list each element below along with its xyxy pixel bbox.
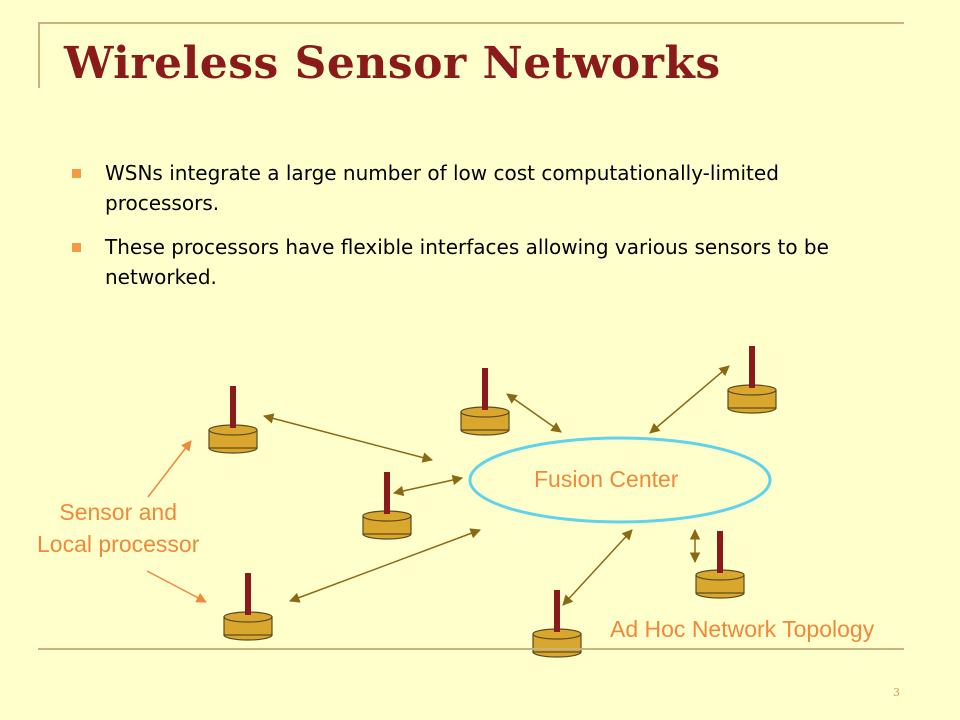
sensor-node bbox=[532, 590, 582, 658]
link-arrow bbox=[392, 474, 464, 497]
antenna-icon bbox=[482, 368, 488, 410]
topology-label: Ad Hoc Network Topology bbox=[610, 616, 875, 642]
sensor-label-line: Sensor and bbox=[59, 499, 177, 525]
fusion-center-label: Fusion Center bbox=[534, 466, 679, 492]
slide-title: Wireless Sensor Networks bbox=[64, 38, 721, 89]
sensor-processor-label: Sensor and Local processor bbox=[37, 496, 199, 560]
antenna-icon bbox=[749, 346, 755, 388]
link-arrow bbox=[289, 528, 481, 603]
antenna-icon bbox=[717, 531, 723, 573]
sensor-node bbox=[208, 386, 258, 454]
bullet-item: These processors have flexible interface… bbox=[72, 232, 892, 292]
bullet-list: WSNs integrate a large number of low cos… bbox=[72, 158, 892, 306]
bullet-text: These processors have flexible interface… bbox=[105, 235, 829, 289]
square-bullet-icon bbox=[72, 169, 81, 178]
link-arrow bbox=[562, 529, 633, 606]
sensor-node bbox=[695, 531, 745, 599]
fusion-center-ellipse bbox=[468, 436, 772, 524]
link-arrow bbox=[262, 413, 434, 463]
bullet-text: WSNs integrate a large number of low cos… bbox=[105, 161, 779, 215]
sensor-node bbox=[362, 472, 412, 540]
frame-top-line bbox=[38, 22, 904, 24]
label-pointer-arrow bbox=[147, 440, 192, 498]
antenna-icon bbox=[245, 573, 251, 615]
antenna-icon bbox=[384, 472, 390, 514]
antenna-icon bbox=[230, 386, 236, 428]
square-bullet-icon bbox=[72, 243, 81, 252]
link-arrow bbox=[506, 393, 562, 433]
sensor-node bbox=[727, 346, 777, 414]
frame-left-line bbox=[38, 22, 40, 88]
frame-bottom-line bbox=[38, 648, 904, 650]
sensor-label-line: Local processor bbox=[37, 531, 200, 557]
slide-number: 3 bbox=[893, 686, 900, 699]
antenna-icon bbox=[554, 590, 560, 632]
bullet-item: WSNs integrate a large number of low cos… bbox=[72, 158, 892, 218]
link-arrow bbox=[649, 365, 730, 434]
label-pointer-arrow bbox=[146, 570, 207, 603]
sensor-node bbox=[223, 573, 273, 641]
sensor-node bbox=[460, 368, 510, 436]
